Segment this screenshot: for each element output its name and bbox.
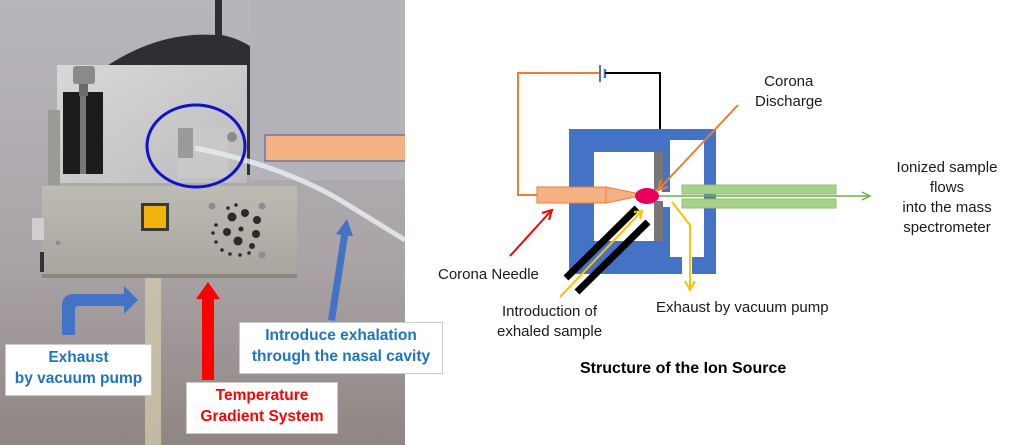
corona-discharge-line1: Corona — [764, 73, 814, 90]
introduction-line2: exhaled sample — [497, 323, 603, 340]
sample-intro-arrow — [559, 211, 642, 298]
electrode-upper — [654, 152, 663, 190]
introduction-label: Introduction of exhaled sample — [497, 302, 602, 342]
corona-needle-label: Corona Needle — [438, 266, 539, 283]
exhaust-label-line1: Exhaust — [48, 349, 109, 366]
highlight-circle — [145, 103, 247, 189]
sample-tube — [194, 145, 405, 243]
circuit-wire-black — [605, 72, 661, 152]
corona-discharge-label: Corona Discharge — [755, 72, 823, 112]
electrode-lower — [654, 201, 663, 241]
ionized-sample-label: Ionized sample flows into the mass spect… — [877, 158, 1017, 238]
ionized-line3: into the mass — [902, 199, 992, 216]
support-post — [145, 278, 161, 445]
temperature-gradient-label: Temperature Gradient System — [186, 382, 338, 434]
transfer-tube-lower — [681, 198, 837, 209]
sample-intro-tube-right — [574, 219, 651, 295]
temperature-label-line2: Gradient System — [200, 408, 324, 425]
temperature-label-line1: Temperature — [215, 387, 309, 404]
corona-needle — [536, 186, 607, 204]
needle-pointer — [509, 211, 551, 257]
ionized-line4: spectrometer — [903, 219, 991, 236]
exhaust-arrow — [62, 286, 138, 335]
corona-discharge-spot — [635, 188, 659, 204]
big-arrow-to-diagram — [264, 134, 405, 162]
exhaust-vacuum-label: Exhaust by vacuum pump — [656, 299, 829, 316]
introduce-exhalation-label: Introduce exhalation through the nasal c… — [239, 322, 443, 374]
diagram-title: Structure of the Ion Source — [580, 360, 787, 377]
vent-holes — [211, 203, 261, 257]
introduce-label-line2: through the nasal cavity — [251, 348, 431, 365]
exhaust-arrow-diagram — [671, 201, 691, 288]
sample-intro-tube-left — [563, 205, 640, 281]
transfer-tube-upper — [681, 184, 837, 195]
corona-discharge-line2: Discharge — [755, 93, 823, 110]
exhaust-label-line2: by vacuum pump — [14, 370, 143, 387]
ionized-line1: Ionized sample — [896, 159, 998, 176]
ion-source-housing — [569, 129, 716, 274]
discharge-pointer — [659, 104, 739, 189]
exhaust-label: Exhaust by vacuum pump — [5, 344, 152, 396]
introduce-label-line1: Introduce exhalation — [265, 327, 417, 344]
circuit-wire-orange — [517, 72, 600, 196]
adjust-knob — [73, 66, 95, 84]
yellow-button — [144, 206, 166, 228]
introduction-line1: Introduction of — [502, 303, 598, 320]
ionized-line2: flows — [929, 179, 965, 196]
introduce-arrow — [328, 219, 353, 321]
temperature-arrow — [196, 282, 220, 380]
